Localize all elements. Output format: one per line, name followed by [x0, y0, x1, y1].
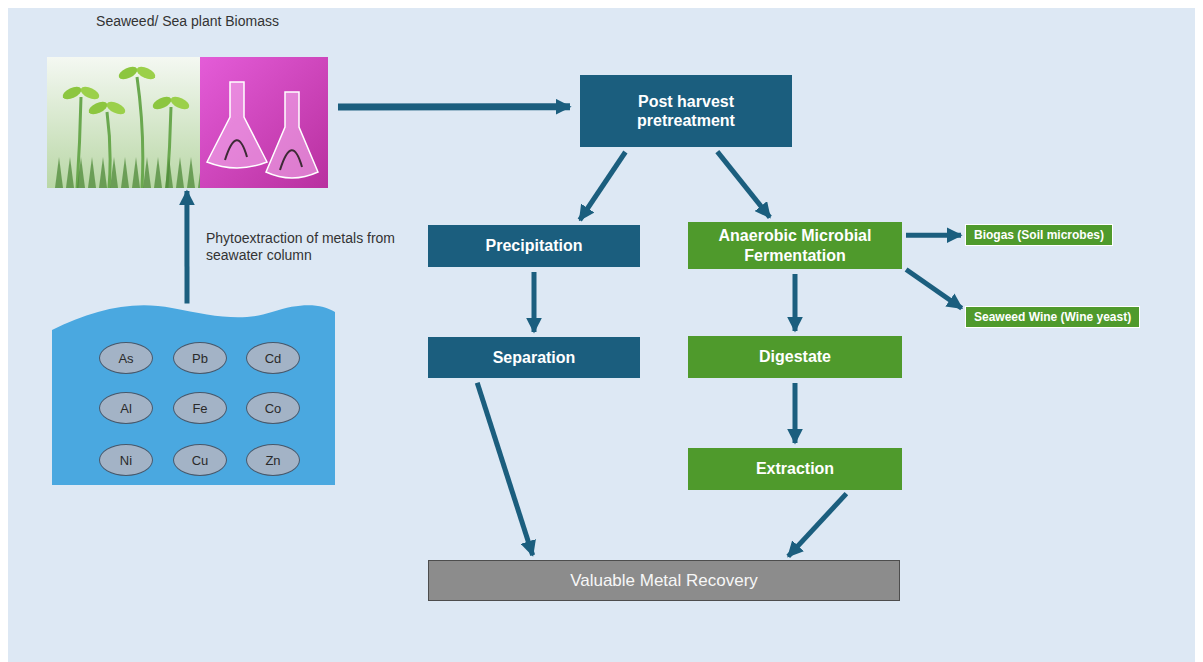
process-box: Precipitation: [428, 225, 640, 267]
grass-blade: [121, 157, 129, 188]
grass-blade: [143, 157, 151, 188]
seedling-leaf: [169, 94, 191, 112]
box-label: Precipitation: [486, 236, 583, 255]
process-box: Separation: [428, 337, 640, 378]
seedling-leaf: [151, 94, 173, 112]
grass-blade: [165, 157, 173, 188]
background-panel: [8, 8, 1195, 662]
process-box: Post harvest pretreatment: [580, 75, 792, 147]
biomass-photo: Seaweed/ Sea plant Biomass: [47, 10, 328, 188]
box-label: Anaerobic Microbial Fermentation: [698, 226, 892, 264]
flow-arrow: [788, 494, 846, 557]
flow-arrow: [906, 233, 961, 238]
grass-blade: [154, 157, 162, 188]
glass-flask: [266, 92, 318, 178]
element-symbol: Co: [265, 401, 282, 416]
flow-arrow: [906, 270, 962, 309]
metal-ellipse: As: [99, 342, 153, 374]
seedling-leaf: [61, 84, 83, 102]
flow-arrow: [532, 272, 537, 332]
element-symbol: Ni: [120, 453, 132, 468]
seedling-stem: [107, 112, 110, 188]
process-box: Extraction: [688, 448, 902, 490]
flask-photo: [200, 57, 328, 188]
seedling-leaf: [135, 64, 157, 82]
flow-arrow: [793, 274, 798, 331]
seedling-leaf: [79, 84, 101, 102]
seedling-leaf: [105, 99, 127, 117]
grass-blade: [132, 157, 140, 188]
seedling-leaf: [117, 64, 139, 82]
box-label: Biogas (Soil microbes): [974, 228, 1104, 242]
flow-arrow: [184, 191, 189, 304]
flow-arrow: [717, 152, 770, 218]
seedling-photo: [47, 57, 200, 188]
metal-ellipse: Ni: [99, 444, 153, 476]
element-symbol: As: [118, 351, 133, 366]
box-label: Valuable Metal Recovery: [570, 571, 758, 591]
metal-ellipse: Pb: [173, 342, 227, 374]
element-symbol: Cu: [192, 453, 209, 468]
element-symbol: Zn: [265, 453, 280, 468]
glass-flask: [207, 82, 267, 168]
sea-plant-sprig: [225, 140, 247, 160]
grass-blade: [66, 157, 74, 188]
seedling-stem: [137, 77, 143, 188]
process-box: Anaerobic Microbial Fermentation: [688, 222, 902, 269]
grass-blade: [88, 157, 96, 188]
box-label: Seaweed Wine (Wine yeast): [974, 310, 1131, 324]
element-symbol: Fe: [192, 401, 207, 416]
seedling-leaf: [87, 99, 109, 117]
flow-arrow: [793, 383, 798, 443]
flow-arrow: [580, 152, 626, 220]
edge-label: Phytoextraction of metals from seawater …: [204, 229, 404, 266]
process-box: Digestate: [688, 336, 902, 378]
flow-arrow: [477, 383, 532, 555]
biomass-illustration: [47, 57, 328, 188]
product-box: Biogas (Soil microbes): [965, 224, 1113, 246]
result-box: Valuable Metal Recovery: [428, 560, 900, 601]
metal-ellipse: Zn: [246, 444, 300, 476]
grass-blade: [55, 157, 63, 188]
metal-ellipse: Cd: [246, 342, 300, 374]
seawater-body: As Pb CdAl Fe CoNi Cu Zn: [52, 290, 335, 485]
grass-blade: [77, 157, 85, 188]
metal-ellipse: Co: [246, 392, 300, 424]
product-box: Seaweed Wine (Wine yeast): [965, 306, 1140, 328]
image-heading: Seaweed/ Sea plant Biomass: [96, 10, 279, 30]
element-symbol: Cd: [265, 351, 282, 366]
metal-ellipse: Al: [99, 392, 153, 424]
box-label: Extraction: [756, 459, 834, 478]
box-label: Digestate: [759, 347, 831, 366]
metal-ellipse: Fe: [173, 392, 227, 424]
grass-blade: [99, 157, 107, 188]
grass-blade: [187, 157, 195, 188]
box-label: Post harvest pretreatment: [590, 92, 782, 130]
box-label: Separation: [493, 348, 576, 367]
metal-ellipse: Cu: [173, 444, 227, 476]
flow-arrow: [338, 103, 570, 110]
sea-plant-sprig: [280, 150, 302, 170]
element-symbol: Pb: [192, 351, 208, 366]
grass-blade: [176, 157, 184, 188]
element-symbol: Al: [120, 401, 132, 416]
grass-blade: [110, 157, 118, 188]
seawater-shape: [52, 305, 335, 485]
